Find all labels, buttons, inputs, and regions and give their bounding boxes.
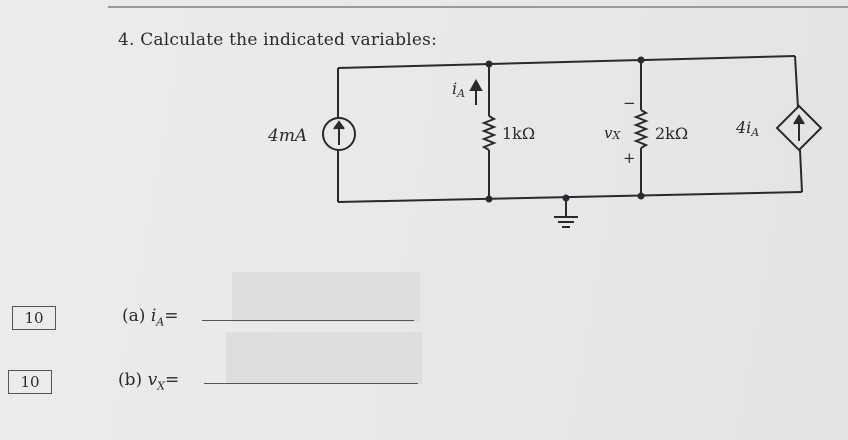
current-label-ia: iA [452,79,465,100]
node-dot [485,60,493,68]
wire-bottom [337,191,803,203]
part-a-eq: = [164,306,179,326]
answer-line-a[interactable] [202,320,414,321]
junction-dots [485,56,645,203]
redacted-area-b [226,332,422,384]
vx-plus-sign: + [623,149,636,167]
dep-source-label: 4iA [735,118,759,139]
points-box-b: 10 [8,370,52,394]
resistor-2k [633,109,649,149]
node-dot [562,194,570,202]
part-b-sub: X [157,379,166,393]
part-b-eq: = [165,370,180,390]
question-text: 4. Calculate the indicated variables: [118,30,437,50]
r2-label: 2kΩ [655,124,688,143]
part-a-sub: A [156,315,165,329]
vx-minus-sign: − [623,94,636,112]
node-dot [637,56,645,64]
top-rule [108,6,848,8]
current-arrow-ia [469,78,483,105]
part-b-letter: (b) [118,370,143,390]
answer-line-b[interactable] [204,383,418,384]
part-a-letter: (a) [122,306,146,326]
vx-label: vX [604,124,621,142]
part-b-label: (b) vX= [118,370,179,392]
wire-top [337,55,796,69]
node-dot [485,195,493,203]
resistor-1k [481,115,497,151]
dependent-current-source [775,104,823,152]
part-a-var: i [150,306,157,326]
node-dot [637,192,645,200]
r1-label: 1kΩ [502,124,535,143]
points-box-a: 10 [12,306,56,330]
part-a-label: (a) iA= [122,306,178,328]
redacted-area-a [232,272,420,322]
wire-dep-top [794,55,799,109]
part-b-var: v [147,370,158,390]
current-source-label: 4mA [267,126,307,146]
current-source-4ma [322,117,356,151]
wire-dep-bottom [799,149,803,193]
